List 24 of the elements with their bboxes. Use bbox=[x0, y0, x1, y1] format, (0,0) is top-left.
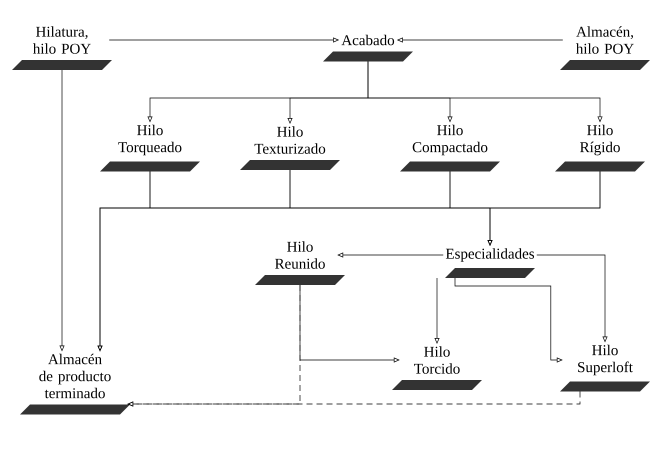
node-label: Hilo Torqueado bbox=[118, 124, 182, 156]
node-label: Hilatura, hilo POY bbox=[32, 26, 91, 54]
node-label: Especialidades bbox=[446, 248, 534, 262]
process-step: Hilo Torcido bbox=[392, 346, 482, 390]
node-label: Almacén de producto terminado bbox=[39, 354, 111, 398]
process-step: Hilo Reunido bbox=[255, 241, 345, 285]
node-label: Hilo Rígido bbox=[580, 124, 620, 156]
process-step: Hilo Torqueado bbox=[100, 124, 200, 172]
node-label: Hilo Torcido bbox=[414, 346, 460, 374]
node-label: Hilo Reunido bbox=[275, 241, 325, 269]
node-label: Hilo Texturizado bbox=[254, 126, 326, 154]
process-step: Especialidades bbox=[445, 248, 535, 278]
process-step: Hilo Texturizado bbox=[240, 126, 340, 170]
process-step: Hilo Rígido bbox=[555, 124, 645, 172]
process-step: Hilatura, hilo POY bbox=[12, 26, 112, 70]
process-step: Hilo Compactado bbox=[400, 124, 500, 172]
process-step: Almacén de producto terminado bbox=[20, 354, 130, 414]
node-label: Acabado bbox=[341, 34, 394, 46]
process-step: Acabado bbox=[323, 34, 413, 62]
node-label: Almacén, hilo POY bbox=[576, 26, 634, 54]
process-step: Hilo Superloft bbox=[560, 344, 650, 392]
process-step: Almacén, hilo POY bbox=[560, 26, 650, 70]
node-label: Hilo Compactado bbox=[412, 124, 488, 156]
node-label: Hilo Superloft bbox=[578, 344, 633, 376]
